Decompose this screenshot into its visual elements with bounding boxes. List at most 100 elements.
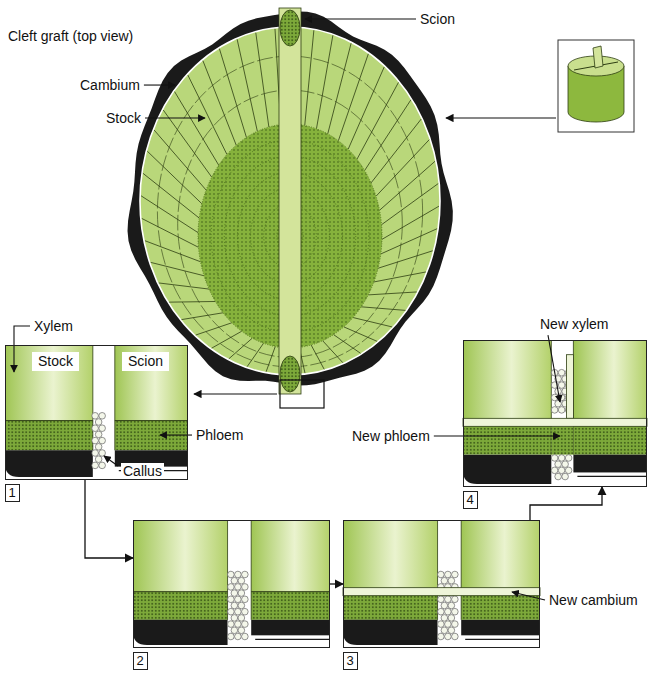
callus-cell <box>441 602 448 609</box>
panel-drawing <box>133 520 330 648</box>
cut-edge <box>461 520 462 620</box>
callus-cell <box>242 608 249 615</box>
callus-cell <box>438 596 445 603</box>
callus-cell <box>99 413 106 420</box>
wood-ray <box>380 161 435 210</box>
wood-ray <box>374 272 426 282</box>
callus-cell <box>235 584 242 591</box>
wood-ray <box>151 262 204 275</box>
panel-ground <box>133 520 330 648</box>
detail-frame <box>280 380 324 408</box>
callus-cell <box>92 413 99 420</box>
phloem <box>463 422 551 454</box>
callus-cell <box>565 467 572 474</box>
callus-cell <box>558 407 565 414</box>
wood-ray <box>323 341 343 363</box>
xylem <box>343 520 438 592</box>
part-label: New cambium <box>549 592 638 608</box>
new-cambium <box>343 588 540 596</box>
callus-cell <box>555 473 562 480</box>
callus-cell <box>441 627 448 634</box>
bark <box>461 620 540 635</box>
callus-cell <box>228 596 235 603</box>
detail-arrow <box>194 393 277 394</box>
callus-cell <box>228 633 235 640</box>
wood-ray <box>381 229 437 254</box>
wood-ray <box>212 331 242 348</box>
xylem <box>463 340 551 422</box>
leader-line <box>305 18 416 19</box>
stage-arrow <box>85 480 133 558</box>
callus-cell <box>438 633 445 640</box>
cambium-line <box>133 591 228 592</box>
wood-ray <box>316 35 332 128</box>
bark <box>133 620 228 645</box>
bark <box>573 455 647 473</box>
new-phloem <box>551 426 573 454</box>
xylem <box>5 345 93 421</box>
wood-ray <box>142 218 199 247</box>
callus-cell <box>231 590 238 597</box>
panel-drawing <box>5 345 188 480</box>
wood-ray <box>147 151 202 204</box>
stage-arrow <box>530 487 602 520</box>
callout-number: 1 <box>5 484 20 502</box>
xylem <box>133 520 228 592</box>
cut-edge <box>114 345 115 450</box>
bark-edge <box>465 639 540 640</box>
stage-panel: 2 <box>133 520 330 648</box>
callus-cell <box>452 621 459 628</box>
callus-cell <box>242 621 249 628</box>
scion-end <box>280 356 300 392</box>
callus-cell <box>452 571 459 578</box>
wood-ray <box>188 75 227 154</box>
wood-ray <box>163 110 211 177</box>
callus-cell <box>445 633 452 640</box>
leader-line <box>104 456 118 466</box>
callus-cell <box>231 577 238 584</box>
callus-cell <box>562 473 569 480</box>
wood-ray <box>141 196 198 233</box>
callus-cell <box>448 602 455 609</box>
callus-cell <box>235 633 242 640</box>
xylem <box>461 520 540 592</box>
callus-cell <box>448 615 455 622</box>
callus-cell <box>438 571 445 578</box>
wood-ray <box>237 39 257 131</box>
part-label: Stock <box>106 110 141 126</box>
part-label: Xylem <box>34 318 73 334</box>
wood-ray <box>382 184 439 225</box>
callus-cell <box>235 608 242 615</box>
callus-cell <box>231 602 238 609</box>
wood-ray <box>328 43 351 134</box>
part-label: Cambium <box>80 77 140 93</box>
cut-edge <box>92 345 93 450</box>
callout-number: 2 <box>133 652 148 670</box>
callus-cell <box>235 571 242 578</box>
wood-ray <box>247 343 263 366</box>
callus-cell <box>452 633 459 640</box>
panel-drawing <box>463 340 647 487</box>
wood-ray <box>143 173 199 218</box>
wood-ray <box>196 323 232 335</box>
callus-cell <box>438 621 445 628</box>
cut-edge <box>251 520 252 620</box>
callus-cell <box>242 633 249 640</box>
wood-ray <box>169 301 215 303</box>
part-name: Scion <box>128 353 163 370</box>
xylem <box>251 520 330 592</box>
callus-cell <box>92 425 99 432</box>
wood-ray <box>368 292 416 295</box>
callus-cell <box>95 419 102 426</box>
callus-cell <box>235 621 242 628</box>
part-label: Callus <box>121 463 164 479</box>
xylem <box>115 345 188 421</box>
new-xylem <box>566 355 573 419</box>
callus-cell <box>238 590 245 597</box>
part-label: Phloem <box>196 427 243 443</box>
part-tag: Scion <box>122 352 169 371</box>
wood-ray <box>182 313 223 320</box>
callus-cell <box>95 456 102 463</box>
